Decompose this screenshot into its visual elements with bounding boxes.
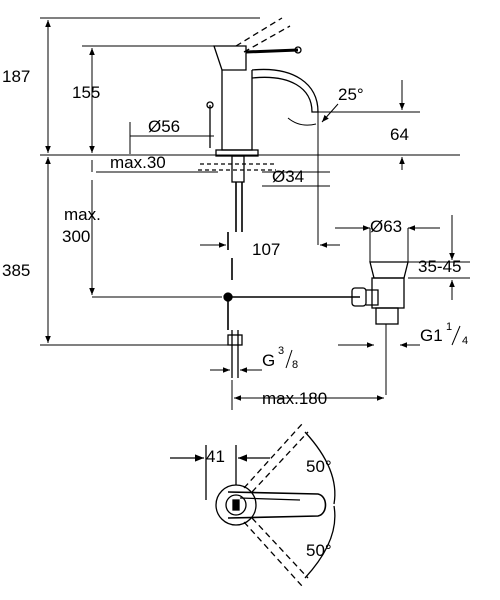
label-diameter-56: Ø56	[148, 117, 180, 136]
label-max-30: max.30	[110, 153, 166, 172]
label-64: 64	[390, 125, 409, 144]
faucet-top-view	[170, 423, 336, 587]
svg-text:4: 4	[462, 335, 468, 347]
svg-text:3: 3	[278, 345, 284, 357]
dimension-lines	[40, 17, 470, 410]
dimension-labels: 187 155 25° 64 Ø56 max.30 Ø34 max. 300 3…	[2, 67, 468, 560]
label-300: 300	[62, 227, 90, 246]
label-385: 385	[2, 261, 30, 280]
svg-text:1: 1	[446, 321, 452, 333]
svg-text:8: 8	[292, 359, 298, 371]
faucet-side-view	[40, 17, 460, 395]
label-max: max.	[64, 205, 101, 224]
label-diameter-34: Ø34	[272, 167, 304, 186]
label-155: 155	[72, 83, 100, 102]
label-35-45: 35-45	[418, 257, 461, 276]
svg-text:G: G	[262, 351, 275, 370]
svg-text:G1: G1	[420, 326, 443, 345]
label-50-degrees-top: 50°	[306, 457, 332, 476]
label-diameter-63: Ø63	[370, 217, 402, 236]
label-g-3-8: G 3 8	[262, 345, 298, 371]
label-g1-1-4: G1 1 4	[420, 321, 468, 347]
label-41: 41	[206, 447, 225, 466]
label-50-degrees-bottom: 50°	[306, 541, 332, 560]
label-187: 187	[2, 67, 30, 86]
label-25-degrees: 25°	[338, 85, 364, 104]
label-max-180: max.180	[262, 389, 327, 408]
label-107: 107	[252, 240, 280, 259]
